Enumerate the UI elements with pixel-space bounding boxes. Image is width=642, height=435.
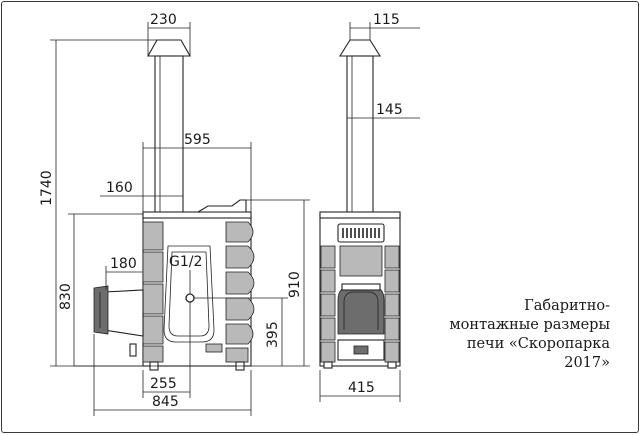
dim-230: 230 xyxy=(150,12,177,28)
front-chimney-cap xyxy=(339,39,381,57)
caption-line-2: монтажные размеры xyxy=(449,317,610,333)
dim-415: 415 xyxy=(348,380,375,396)
dim-1740: 1740 xyxy=(39,170,55,206)
caption-line-1: Габаритно- xyxy=(524,298,610,314)
dim-255: 255 xyxy=(150,376,177,392)
front-fire-door xyxy=(337,285,385,335)
figure-caption: Габаритно- монтажные размеры печи «Скоро… xyxy=(400,297,610,373)
dim-845: 845 xyxy=(152,394,179,410)
side-water-tank xyxy=(163,245,215,343)
dim-910: 910 xyxy=(287,271,303,298)
front-view-dimensions xyxy=(319,22,420,402)
side-lid xyxy=(196,199,247,213)
dim-395: 395 xyxy=(265,321,281,348)
dim-160: 160 xyxy=(106,180,133,196)
dim-180: 180 xyxy=(110,256,137,272)
dim-595: 595 xyxy=(184,132,211,148)
side-fire-tube xyxy=(103,289,144,337)
side-stone-cage xyxy=(142,221,255,363)
dim-115: 115 xyxy=(373,12,400,28)
caption-line-3: печи «Скоропарка xyxy=(466,336,610,352)
side-view xyxy=(93,39,255,371)
side-chimney-cap xyxy=(147,39,191,57)
side-fire-door xyxy=(93,285,109,335)
front-stone-cage xyxy=(320,245,400,363)
g12-fitting xyxy=(185,293,195,303)
front-view xyxy=(319,39,401,369)
dim-g12: G1/2 xyxy=(169,254,202,270)
dim-830: 830 xyxy=(58,283,74,310)
side-chimney-pipe xyxy=(154,55,184,215)
side-view-dimensions xyxy=(50,22,310,416)
front-chimney-pipe xyxy=(346,55,374,215)
dim-145: 145 xyxy=(376,102,403,118)
caption-line-4: 2017» xyxy=(564,355,610,371)
front-top-grille xyxy=(337,223,385,243)
